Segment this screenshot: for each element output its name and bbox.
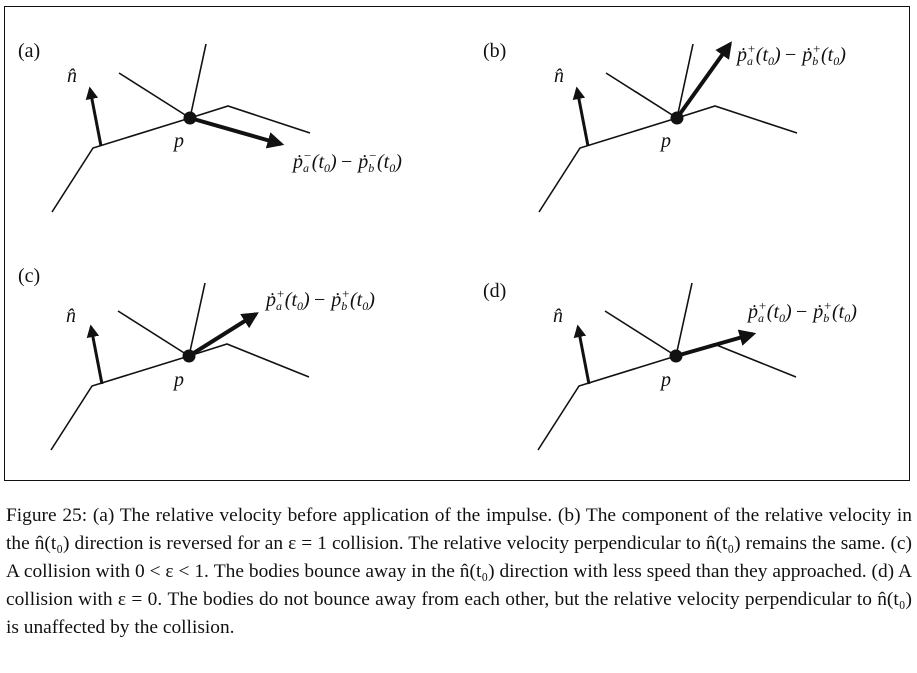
normal-arrow [573, 324, 591, 385]
velocity-arrow [187, 312, 259, 358]
panel-label: (a) [18, 40, 40, 62]
panel-a: (a) n̂ p ṗa−(t0)−ṗb−(t0) [18, 40, 402, 213]
panel-b: (b) n̂ p ṗa+(t0)−ṗb+(t0) [483, 40, 846, 213]
body-a-edge [51, 105, 311, 213]
body-a-edge [50, 343, 310, 451]
velocity-label: ṗa−(t0)−ṗb−(t0) [291, 148, 402, 175]
normal-arrow [572, 86, 590, 147]
panel-label: (b) [483, 40, 506, 62]
figure-frame [4, 6, 910, 481]
normal-arrow [85, 86, 103, 147]
body-b-edge [118, 43, 207, 120]
velocity-arrow [189, 116, 285, 149]
panel-label: (c) [18, 265, 40, 287]
point-label: p [172, 369, 184, 391]
panel-label: (d) [483, 280, 506, 302]
normal-arrow [86, 324, 104, 385]
velocity-arrow [675, 41, 732, 120]
velocity-label: ṗa+(t0)−ṗb+(t0) [264, 286, 375, 313]
velocity-label: ṗa+(t0)−ṗb+(t0) [746, 298, 857, 325]
body-b-edge [605, 43, 694, 120]
normal-label: n̂ [67, 65, 77, 87]
velocity-label: ṗa+(t0)−ṗb+(t0) [735, 41, 846, 68]
point-label: p [172, 130, 184, 152]
figure-diagram: (a) n̂ p ṗa−(t0)−ṗb−(t0) (b) n̂ p ṗa+(t0… [18, 40, 857, 451]
body-b-edge [117, 282, 206, 358]
normal-label: n̂ [66, 305, 76, 327]
normal-label: n̂ [553, 305, 563, 327]
point-label: p [659, 369, 671, 391]
panel-d: (d) n̂ p ṗa+(t0)−ṗb+(t0) [483, 280, 857, 451]
body-a-edge [538, 105, 798, 213]
body-b-edge [604, 282, 693, 358]
normal-label: n̂ [554, 65, 564, 87]
point-label: p [659, 130, 671, 152]
figure-caption: Figure 25: (a) The relative velocity bef… [6, 505, 912, 638]
velocity-arrow [675, 329, 757, 358]
body-a-edge [537, 343, 797, 451]
panel-c: (c) n̂ p ṗa+(t0)−ṗb+(t0) [18, 265, 375, 451]
